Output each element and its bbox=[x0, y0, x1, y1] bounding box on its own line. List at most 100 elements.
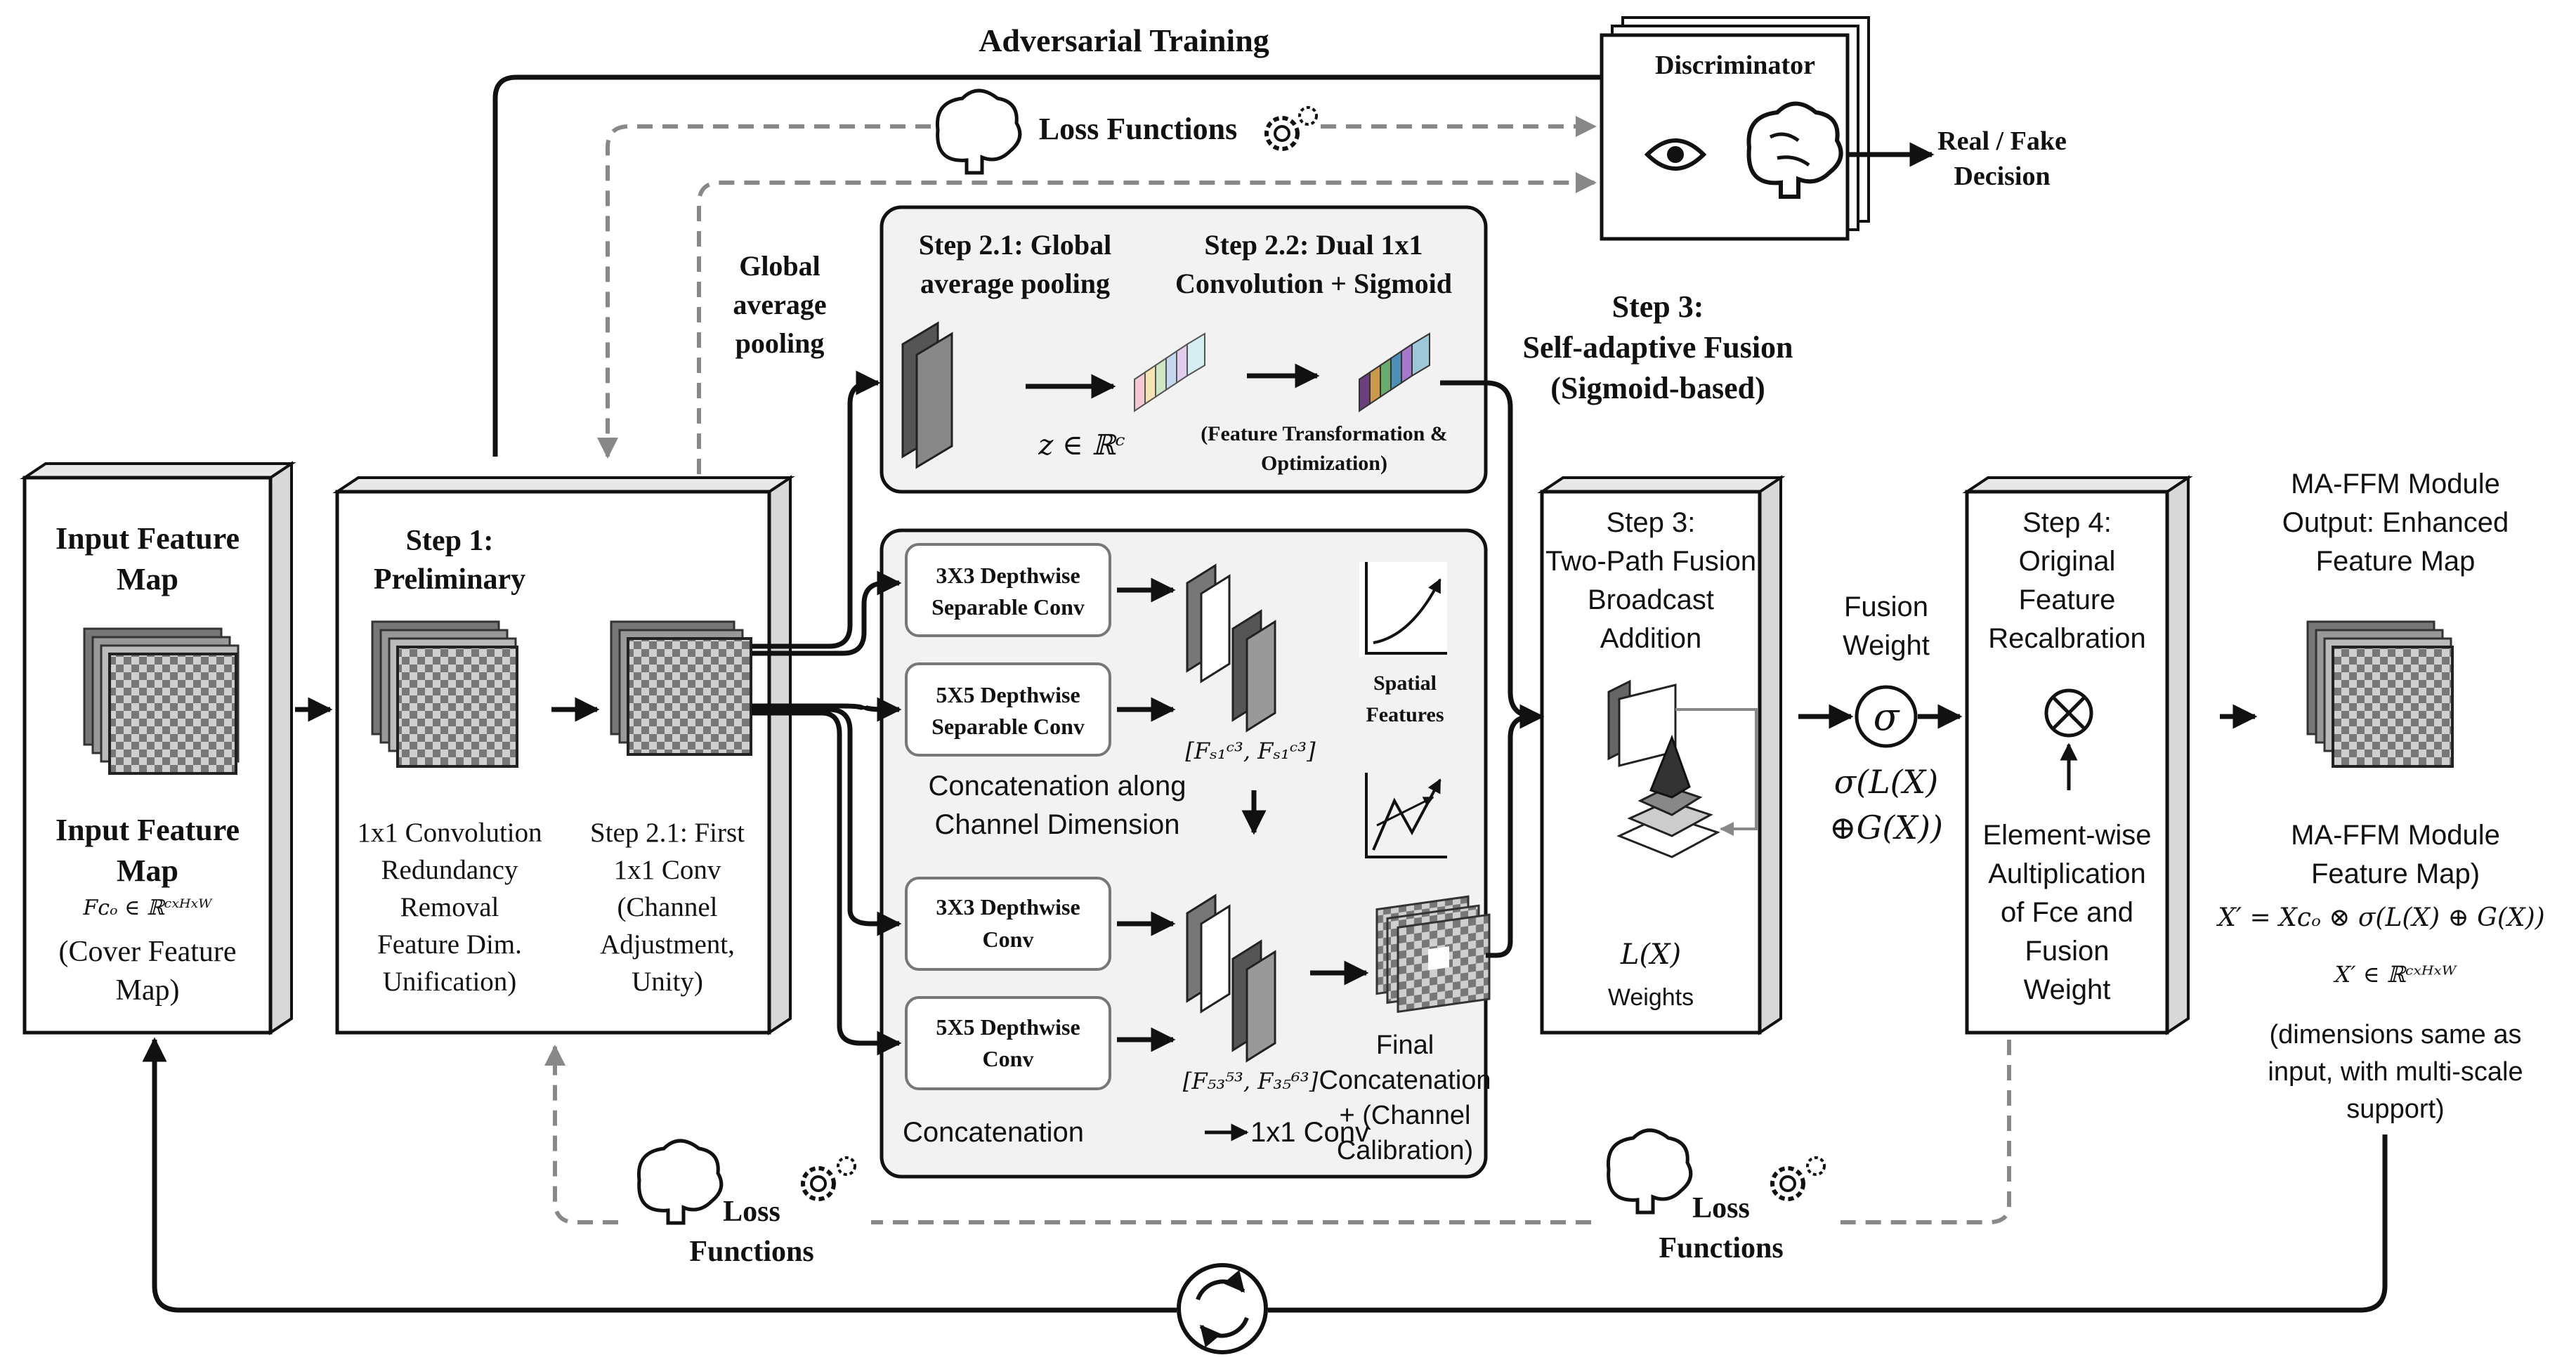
dw3-line1: 3X3 Depthwise bbox=[936, 894, 1080, 920]
dw5-box bbox=[905, 996, 1111, 1090]
input-formula: Fᴄₒ ∈ ℝᶜˣᴴˣᵂ bbox=[83, 896, 212, 920]
refresh-icon bbox=[1177, 1263, 1268, 1354]
spatial-trend-icon bbox=[1365, 773, 1447, 858]
loss-functions-top: Loss Functions bbox=[1038, 112, 1238, 146]
step4-title-3: Feature bbox=[2018, 584, 2116, 615]
step1-feature-map-icon bbox=[371, 620, 518, 768]
sigma-symbol: σ bbox=[1873, 695, 1900, 739]
step1-desc-3: Removal bbox=[400, 892, 499, 922]
step1-conv-desc-1: Step 2.1: First bbox=[590, 818, 745, 848]
transform-line2: Optimization) bbox=[1261, 452, 1387, 475]
fusion-pyramid-icon bbox=[1607, 679, 1758, 858]
loss-left-line2: Functions bbox=[689, 1236, 814, 1268]
step4-box bbox=[1962, 475, 2193, 1035]
step1-desc-4: Feature Dim. bbox=[377, 929, 522, 960]
output-caption-1: MA-FFM Module bbox=[2291, 820, 2500, 851]
step1-conv-desc-2: 1x1 Conv bbox=[613, 855, 721, 885]
step1-desc-5: Unification) bbox=[382, 967, 517, 997]
gap-label-1: Global bbox=[739, 250, 820, 282]
step3-box-line4: Addition bbox=[1600, 623, 1702, 654]
discriminator-title: Discriminator bbox=[1655, 51, 1815, 80]
gear-icon-bottom-left bbox=[801, 1156, 856, 1201]
fusion-formula-line2: ⊕G(X)) bbox=[1829, 809, 1943, 846]
conv3-sep-box bbox=[905, 543, 1111, 637]
brain-icon-bottom-right bbox=[1606, 1128, 1693, 1215]
eye-icon bbox=[1644, 138, 1707, 171]
spatial-line1: Spatial bbox=[1373, 672, 1437, 695]
step4-title-4: Recalbration bbox=[1988, 623, 2146, 654]
output-formula-2: X′ ∈ ℝᶜˣᴴˣᵂ bbox=[2334, 961, 2457, 988]
gap-input-plates-icon bbox=[901, 321, 953, 469]
step3-header-line1: Step 3: bbox=[1611, 289, 1704, 324]
brain-icon-discriminator bbox=[1746, 101, 1843, 199]
output-feature-map-icon bbox=[2306, 620, 2454, 768]
gap-label-3: pooling bbox=[735, 327, 825, 359]
decision-line3: Decision bbox=[1954, 162, 2051, 191]
conv5-sep-box bbox=[905, 662, 1111, 757]
adversarial-title: Adversarial Training bbox=[979, 22, 1269, 58]
input-desc-line1: (Cover Feature bbox=[58, 936, 237, 968]
input-caption-line2: Map bbox=[117, 853, 178, 888]
sigmoid-vector-icon bbox=[1359, 332, 1430, 412]
spatial-curve-icon bbox=[1359, 562, 1447, 657]
output-title-1: MA-FFM Module bbox=[2291, 469, 2500, 499]
step4-desc-4: Fusion bbox=[2025, 936, 2110, 967]
dw5-line1: 5X5 Depthwise bbox=[936, 1014, 1080, 1040]
brain-icon-top bbox=[935, 89, 1022, 175]
output-title-2: Output: Enhanced bbox=[2282, 507, 2509, 538]
fusion-formula-line1: σ(L(X) bbox=[1833, 763, 1939, 801]
lx-label: L(X) bbox=[1620, 938, 1682, 971]
f-bottom-formula: [F₅₃⁵³, F₃₅⁶³] bbox=[1182, 1068, 1319, 1094]
dw3-box bbox=[905, 877, 1111, 971]
step4-desc-1: Element-wise bbox=[1982, 820, 2152, 851]
conv5-sep-line2: Separable Conv bbox=[931, 714, 1085, 739]
input-title-line2: Map bbox=[117, 562, 178, 596]
step21-line2: average pooling bbox=[920, 268, 1110, 299]
gear-icon-top bbox=[1264, 106, 1318, 151]
step3-box-line3: Broadcast bbox=[1587, 584, 1715, 615]
output-formula-1: X′ = Xᴄₒ ⊗ σ(L(X) ⊕ G(X)) bbox=[2218, 903, 2545, 932]
f-top-formula: [Fₛ₁ᶜ³, Fₛ₁ᶜ³] bbox=[1185, 738, 1316, 764]
dw-conv-output-plates-icon bbox=[1186, 894, 1276, 1063]
input-feature-map-icon bbox=[83, 627, 240, 775]
step4-desc-2: Aultiplication bbox=[1988, 858, 2146, 889]
loss-left-line1: Loss bbox=[723, 1196, 780, 1228]
gap-label-2: average bbox=[733, 289, 827, 320]
decision-line1: Real / Fake bbox=[1937, 126, 2067, 156]
spatial-line2: Features bbox=[1366, 703, 1444, 726]
loss-right-line2: Functions bbox=[1659, 1232, 1784, 1264]
conv3-sep-line1: 3X3 Depthwise bbox=[936, 563, 1080, 588]
connectors bbox=[142, 74, 2388, 1313]
step22-line1: Step 2.2: Dual 1x1 bbox=[1204, 229, 1423, 261]
step21-line1: Step 2.1: Global bbox=[918, 229, 1112, 261]
step1-desc-2: Redundancy bbox=[381, 855, 518, 885]
gear-icon-bottom-right bbox=[1770, 1156, 1826, 1201]
conv3-sep-line2: Separable Conv bbox=[931, 594, 1085, 620]
sigma-circle bbox=[1855, 685, 1918, 748]
otimes-icon bbox=[2044, 688, 2093, 738]
step4-desc-5: Weight bbox=[2023, 974, 2111, 1005]
bottom-concat-label: Concatenation bbox=[903, 1117, 1084, 1148]
final-concat-2: Concatenation bbox=[1319, 1066, 1491, 1095]
output-desc-3: support) bbox=[2346, 1094, 2445, 1124]
dw3-line2: Conv bbox=[982, 927, 1034, 952]
step1-title-line1: Step 1: bbox=[405, 525, 494, 557]
fusion-line2: Weight bbox=[1843, 630, 1930, 661]
dw5-line2: Conv bbox=[982, 1046, 1034, 1071]
step3-header-line2: Self-adaptive Fusion bbox=[1522, 330, 1793, 365]
conv-feature-map-icon bbox=[610, 620, 752, 756]
bottom-conv-label: 1x1 Conv bbox=[1250, 1117, 1369, 1148]
step3-box-line1: Step 3: bbox=[1606, 507, 1696, 538]
dashed-connectors bbox=[544, 116, 2011, 1224]
step1-title-line2: Preliminary bbox=[373, 563, 526, 596]
step1-conv-desc-4: Adjustment, bbox=[600, 929, 735, 960]
output-desc-2: input, with multi-scale bbox=[2268, 1057, 2523, 1087]
output-desc-1: (dimensions same as bbox=[2269, 1020, 2522, 1049]
step1-conv-desc-3: (Channel bbox=[617, 892, 718, 922]
step4-title-1: Step 4: bbox=[2022, 507, 2112, 538]
step22-line2: Convolution + Sigmoid bbox=[1175, 268, 1452, 299]
sep-conv-output-plates-icon bbox=[1186, 563, 1276, 733]
step1-conv-desc-5: Unity) bbox=[632, 967, 703, 997]
discriminator-box bbox=[1600, 16, 1870, 241]
